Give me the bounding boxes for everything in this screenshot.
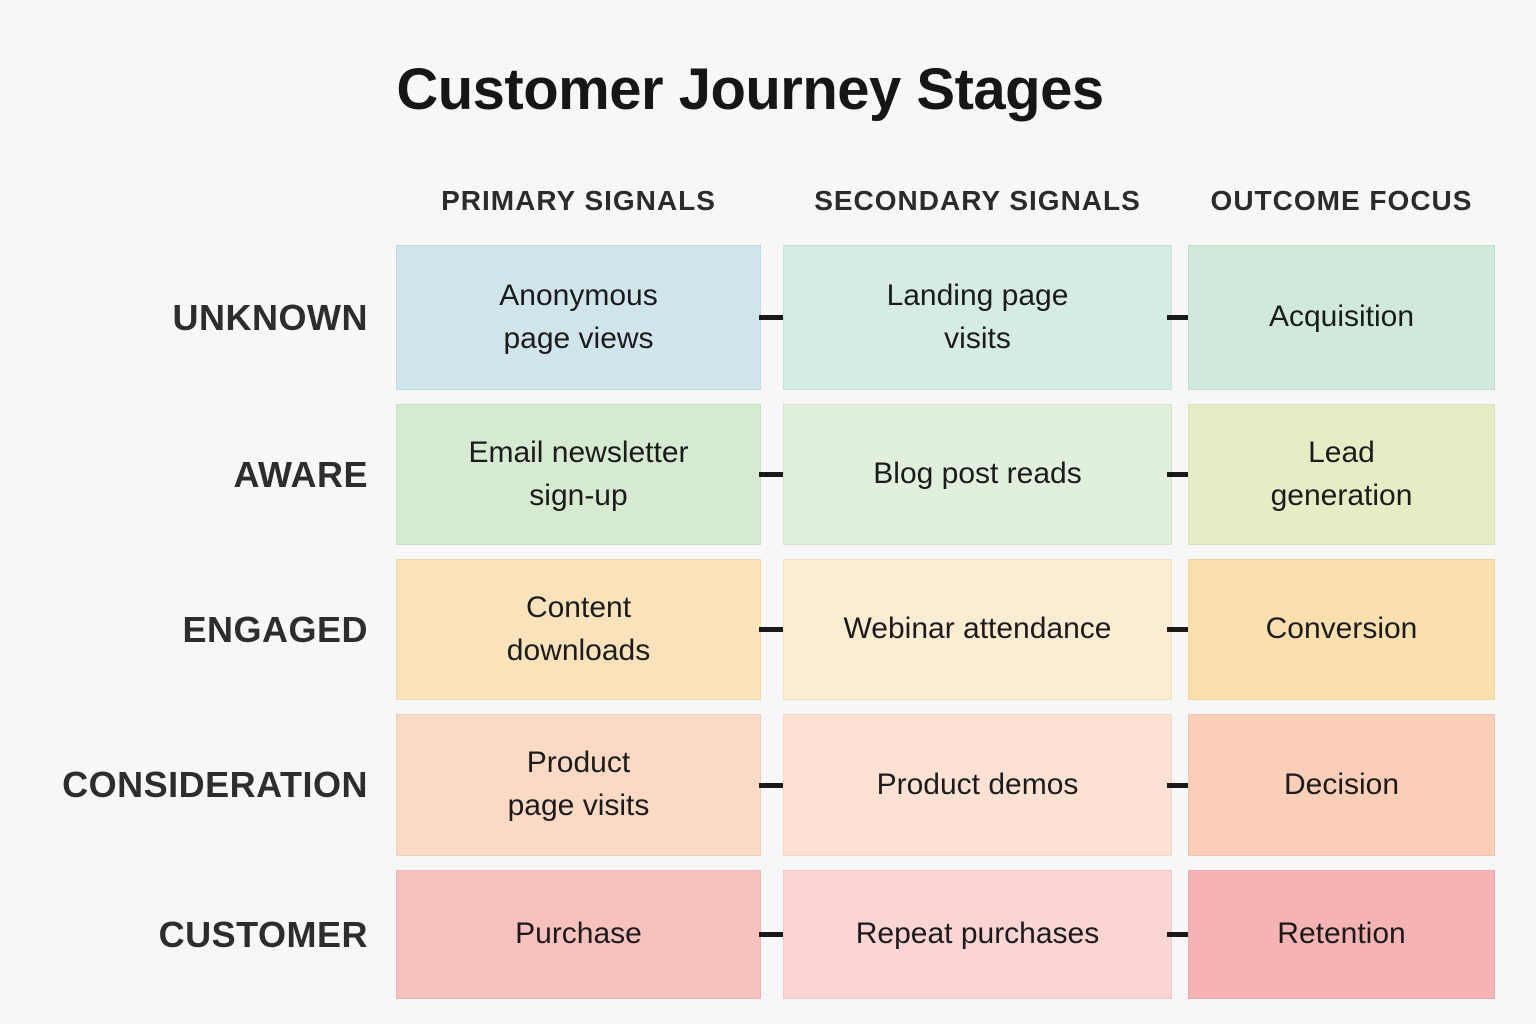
- cell-consideration-secondary: Product demos: [783, 714, 1172, 856]
- stage-label-engaged: ENGAGED: [182, 608, 368, 650]
- cell-customer-primary: Purchase: [396, 870, 761, 999]
- cell-engaged-outcome: Conversion: [1188, 559, 1495, 700]
- dash-icon: [1167, 782, 1193, 788]
- dash-icon: [759, 315, 785, 320]
- connector: [1167, 559, 1193, 700]
- dash-icon: [759, 932, 785, 937]
- dash-icon: [1167, 315, 1193, 320]
- cell-consideration-primary: Product page visits: [396, 714, 761, 856]
- stage-label-unknown: UNKNOWN: [172, 296, 368, 338]
- connector: [759, 559, 785, 700]
- cell-engaged-primary: Content downloads: [396, 559, 761, 700]
- connector: [759, 870, 785, 999]
- connector: [759, 245, 785, 390]
- cell-aware-outcome: Lead generation: [1188, 404, 1495, 545]
- connector: [1167, 404, 1193, 545]
- cell-unknown-primary: Anonymous page views: [396, 245, 761, 390]
- dash-icon: [759, 627, 785, 632]
- cell-unknown-secondary: Landing page visits: [783, 245, 1172, 390]
- page-title: Customer Journey Stages: [396, 57, 1104, 122]
- stage-label-consideration: CONSIDERATION: [62, 764, 368, 805]
- column-header-outcome-focus: OUTCOME FOCUS: [1210, 184, 1473, 216]
- column-header-primary-signals: PRIMARY SIGNALS: [441, 184, 716, 216]
- connector: [759, 714, 785, 856]
- cell-customer-secondary: Repeat purchases: [783, 870, 1172, 999]
- connector: [759, 404, 785, 545]
- dash-icon: [759, 782, 785, 788]
- dash-icon: [759, 472, 785, 477]
- cell-engaged-secondary: Webinar attendance: [783, 559, 1172, 700]
- connector: [1167, 714, 1193, 856]
- cell-unknown-outcome: Acquisition: [1188, 245, 1495, 390]
- stage-label-aware: AWARE: [233, 453, 368, 495]
- dash-icon: [1167, 472, 1193, 477]
- dash-icon: [1167, 627, 1193, 632]
- cell-aware-primary: Email newsletter sign-up: [396, 404, 761, 545]
- column-header-secondary-signals: SECONDARY SIGNALS: [814, 184, 1141, 216]
- cell-customer-outcome: Retention: [1188, 870, 1495, 999]
- connector: [1167, 245, 1193, 390]
- stage-label-customer: CUSTOMER: [158, 913, 368, 955]
- cell-consideration-outcome: Decision: [1188, 714, 1495, 856]
- connector: [1167, 870, 1193, 999]
- journey-matrix: PRIMARY SIGNALS SECONDARY SIGNALS OUTCOM…: [0, 170, 1495, 999]
- cell-aware-secondary: Blog post reads: [783, 404, 1172, 545]
- dash-icon: [1167, 932, 1193, 937]
